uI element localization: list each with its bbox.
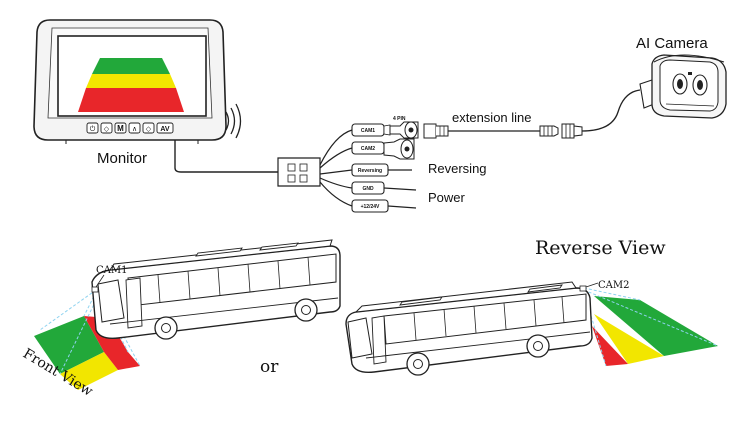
up-button-glyph: ∧ xyxy=(132,126,137,133)
cam1-label: CAM1 xyxy=(96,265,127,276)
cam1-device xyxy=(91,286,99,293)
cam2-device xyxy=(579,285,587,292)
front-view-red-band-2 xyxy=(104,352,140,370)
guide-green-band xyxy=(92,58,170,74)
extension-cable: extension line xyxy=(423,89,641,139)
reverse-view-red-band xyxy=(592,326,628,366)
av-button[interactable] xyxy=(156,122,174,134)
av-button-glyph: AV xyxy=(160,126,170,133)
power-plug-label: +12/24V xyxy=(361,204,380,210)
ai-camera: AI Camera xyxy=(636,35,727,119)
power-button-glyph: ⏻ xyxy=(90,125,96,133)
cable-harness: CAM1 4 PIN CAM2 Reversing Reversing GND … xyxy=(174,116,487,213)
reverse-view-yellow-band xyxy=(594,314,664,364)
reverse-view-label: Reverse View xyxy=(535,237,666,259)
power-label: Power xyxy=(428,190,466,205)
reverse-view-green-band xyxy=(594,296,718,356)
or-label: or xyxy=(260,357,279,377)
menu-button[interactable] xyxy=(114,122,127,134)
menu-down-button-glyph: ◇ xyxy=(104,126,110,133)
guide-red-band xyxy=(78,88,184,112)
wireless-signal-icon xyxy=(225,103,242,139)
menu-button-glyph: M xyxy=(117,124,124,133)
cam2-label: CAM2 xyxy=(598,280,629,291)
front-view-green-band xyxy=(34,316,104,374)
front-view-yellow-band xyxy=(60,352,118,390)
select-button[interactable] xyxy=(142,122,155,134)
select-button-glyph: ◇ xyxy=(146,126,152,133)
reversing-plug-label: Reversing xyxy=(358,168,382,174)
guide-yellow-band xyxy=(86,74,176,88)
cam2-plug-label: CAM2 xyxy=(361,146,375,152)
ai-camera-label: AI Camera xyxy=(636,35,708,52)
cam1-plug-label: CAM1 xyxy=(361,128,375,134)
extension-line-label: extension line xyxy=(452,110,532,125)
reversing-label: Reversing xyxy=(428,161,487,176)
front-view-scene: CAM1 Front View xyxy=(20,239,341,400)
monitor-button-strip: ⏻ ◇ M ∧ ◇ AV xyxy=(86,122,174,134)
power-button[interactable] xyxy=(86,122,99,134)
gnd-plug-label: GND xyxy=(362,186,374,192)
monitor-label: Monitor xyxy=(97,150,147,167)
monitor: ⏻ ◇ M ∧ ◇ AV xyxy=(33,19,227,144)
reverse-view-scene: Reverse View CAM2 xyxy=(345,237,719,376)
up-button[interactable] xyxy=(128,122,141,134)
menu-down-button[interactable] xyxy=(100,122,113,134)
pin-note: 4 PIN xyxy=(393,116,406,122)
